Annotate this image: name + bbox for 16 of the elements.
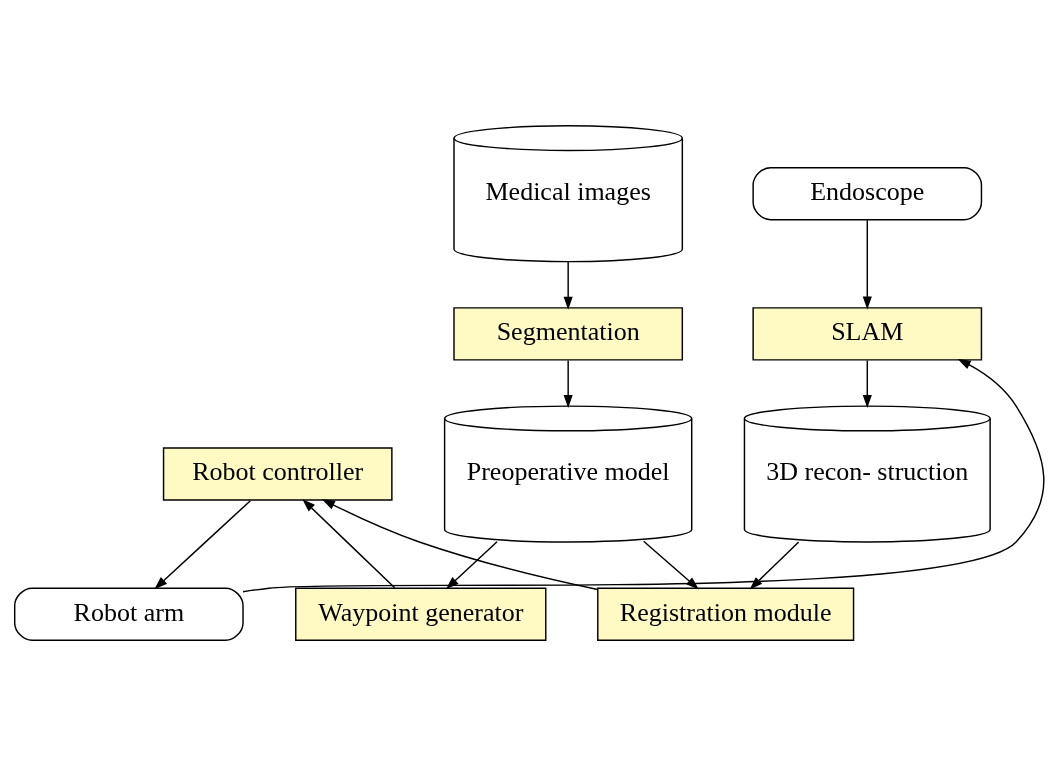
node-box: Robot arm [14,586,244,641]
arrow [321,498,599,590]
node-box: Registration module [597,586,855,641]
node-box: SLAM [752,306,983,361]
node-box: Waypoint generator [295,586,547,641]
arrow [862,219,872,310]
arrow [862,359,872,408]
node-box: Segmentation [453,306,684,361]
arrow [445,540,498,589]
arrow [154,499,252,589]
node-box: Robot controller [162,446,393,501]
arrow [563,260,573,310]
node-box: Endoscope [752,166,983,220]
arrow [749,540,800,590]
arrow [302,498,396,588]
arrow [563,359,573,408]
